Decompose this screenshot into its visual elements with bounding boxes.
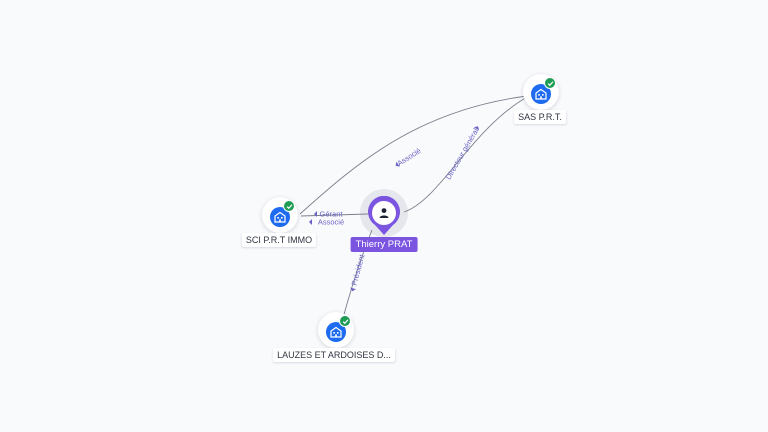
- edge-label-directeur-general: Directeur général: [444, 127, 481, 182]
- company-node-sas[interactable]: [523, 74, 559, 110]
- person-label[interactable]: Thierry PRAT: [350, 237, 418, 252]
- edge-sci-sas: [299, 95, 528, 215]
- edge-label-president: Président: [350, 253, 367, 287]
- edge-arrow-icon: [350, 287, 356, 292]
- edge-label-gerant: Gérant: [320, 210, 344, 219]
- edge-person-sas: [403, 96, 528, 213]
- verified-check-icon: [339, 315, 351, 327]
- edge-person-sci-gerant: [300, 213, 369, 217]
- edge-arrow-icon: [473, 126, 480, 131]
- company-building-icon: [270, 207, 290, 227]
- company-building-icon: [326, 322, 346, 342]
- company-building-icon: [531, 84, 551, 104]
- verified-check-icon: [544, 77, 556, 89]
- edge-arrow-icon: [395, 161, 400, 167]
- edge-arrow-icon: [309, 219, 312, 225]
- person-icon: [379, 208, 389, 218]
- company-label-sas[interactable]: SAS P.R.T.: [514, 110, 566, 124]
- edge-label-associe-sci: Associé: [318, 218, 344, 227]
- edge-arrow-icon: [314, 211, 317, 217]
- edge-label-associe-sas: Associé: [396, 146, 423, 168]
- verified-check-icon: [283, 200, 295, 212]
- company-node-sci[interactable]: [262, 197, 298, 233]
- company-label-sci[interactable]: SCI P.R.T IMMO: [241, 233, 317, 247]
- company-node-lauzes[interactable]: [318, 312, 354, 348]
- person-node[interactable]: [367, 195, 401, 236]
- company-label-lauzes[interactable]: LAUZES ET ARDOISES D...: [273, 348, 395, 362]
